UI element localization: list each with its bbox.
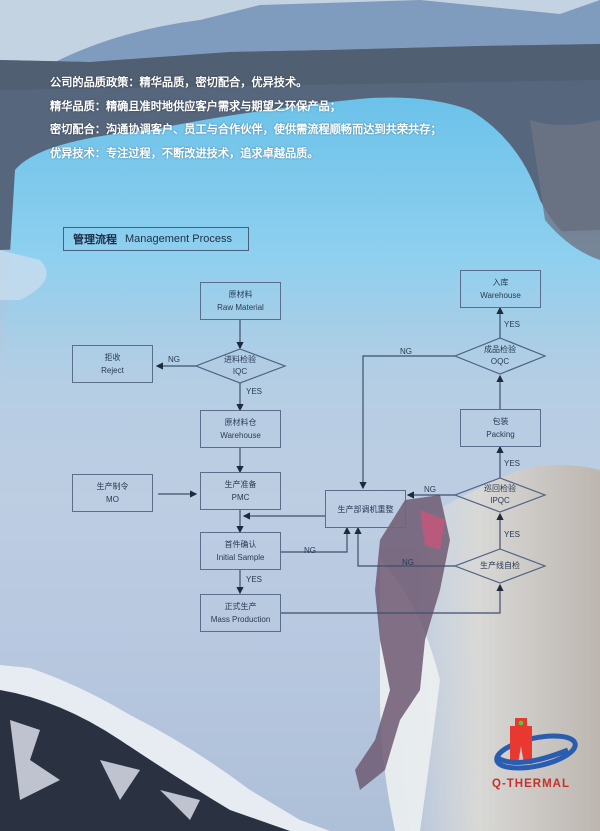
ipqc-cn: 巡回检验 xyxy=(484,484,516,493)
step-reject: 拒收 Reject xyxy=(72,345,153,383)
label-iqc-ng: NG xyxy=(168,355,180,364)
label-line-check-yes: YES xyxy=(504,530,521,539)
label-ipqc-yes: YES xyxy=(504,459,521,468)
pmc-cn: 生产准备 xyxy=(224,480,257,489)
step-raw-material: 原材料 Raw Material xyxy=(200,282,281,320)
raw-material-cn: 原材料 xyxy=(228,290,253,299)
label-iqc-yes: YES xyxy=(246,387,263,396)
oqc-en: OQC xyxy=(490,357,510,366)
quality-policy: 公司的品质政策：精华品质，密切配合，优异技术。 精华品质：精确且准时地供应客户需… xyxy=(50,72,442,166)
step-raw-warehouse: 原材料仓 Warehouse xyxy=(200,410,281,448)
reject-cn: 拒收 xyxy=(104,353,121,362)
label-initial-ng: NG xyxy=(304,546,316,555)
raw-warehouse-cn: 原材料仓 xyxy=(224,418,257,427)
decision-ipqc: 巡回检验 IPQC xyxy=(460,482,540,508)
label-ipqc-ng: NG xyxy=(424,485,436,494)
raw-material-en: Raw Material xyxy=(217,303,264,312)
section-title-en: Management Process xyxy=(125,233,232,245)
policy-line-1: 公司的品质政策：精华品质，密切配合，优异技术。 xyxy=(50,77,308,89)
step-initial-sample: 首件确认 Initial Sample xyxy=(200,532,281,570)
packing-en: Packing xyxy=(486,430,515,439)
label-line-check-ng: NG xyxy=(402,558,414,567)
iqc-en: IQC xyxy=(232,367,248,376)
ipqc-en: IPQC xyxy=(490,496,510,505)
policy-line-2: 精华品质：精确且准时地供应客户需求与期望之环保产品； xyxy=(50,100,341,113)
decision-line-check: 生产线自检 xyxy=(460,553,540,579)
policy-line-4: 优异技术：专注过程，不断改进技术，追求卓越品质。 xyxy=(50,147,319,160)
step-mo: 生产制令 MO xyxy=(72,474,153,512)
step-pmc: 生产准备 PMC xyxy=(200,472,281,510)
section-title-cn: 管理流程 xyxy=(73,234,117,246)
mass-production-en: Mass Production xyxy=(210,615,271,624)
policy-line-3: 密切配合：沟通协调客户、员工与合作伙伴，使供需流程顺畅而达到共荣共存； xyxy=(50,124,442,136)
q-thermal-logo-icon xyxy=(494,718,578,771)
raw-warehouse-en: Warehouse xyxy=(220,431,261,440)
step-finished-warehouse: 入库 Warehouse xyxy=(460,270,541,308)
label-oqc-yes: YES xyxy=(504,320,521,329)
section-title: 管理流程 Management Process xyxy=(63,227,249,251)
mass-production-cn: 正式生产 xyxy=(224,602,257,611)
step-mass-production: 正式生产 Mass Production xyxy=(200,594,281,632)
reject-en: Reject xyxy=(101,366,124,375)
line-check-cn: 生产线自检 xyxy=(480,561,520,570)
packing-cn: 包装 xyxy=(492,417,509,426)
initial-sample-cn: 首件确认 xyxy=(224,540,257,549)
finished-warehouse-en: Warehouse xyxy=(480,291,521,300)
mo-en: MO xyxy=(106,495,119,504)
pmc-en: PMC xyxy=(231,493,250,502)
oqc-cn: 成品检验 xyxy=(484,345,516,354)
step-production-adjust: 生产部调机重整 xyxy=(325,490,406,528)
decision-iqc: 进料检验 IQC xyxy=(200,353,280,379)
step-packing: 包装 Packing xyxy=(460,409,541,447)
label-oqc-ng: NG xyxy=(400,347,412,356)
decision-oqc: 成品检验 OQC xyxy=(460,343,540,369)
initial-sample-en: Initial Sample xyxy=(216,553,265,562)
mo-cn: 生产制令 xyxy=(96,482,129,491)
production-adjust-cn: 生产部调机重整 xyxy=(337,504,394,514)
iqc-cn: 进料检验 xyxy=(224,355,256,364)
brand-name: Q-THERMAL xyxy=(492,778,570,790)
label-initial-yes: YES xyxy=(246,575,263,584)
finished-warehouse-cn: 入库 xyxy=(492,278,509,287)
